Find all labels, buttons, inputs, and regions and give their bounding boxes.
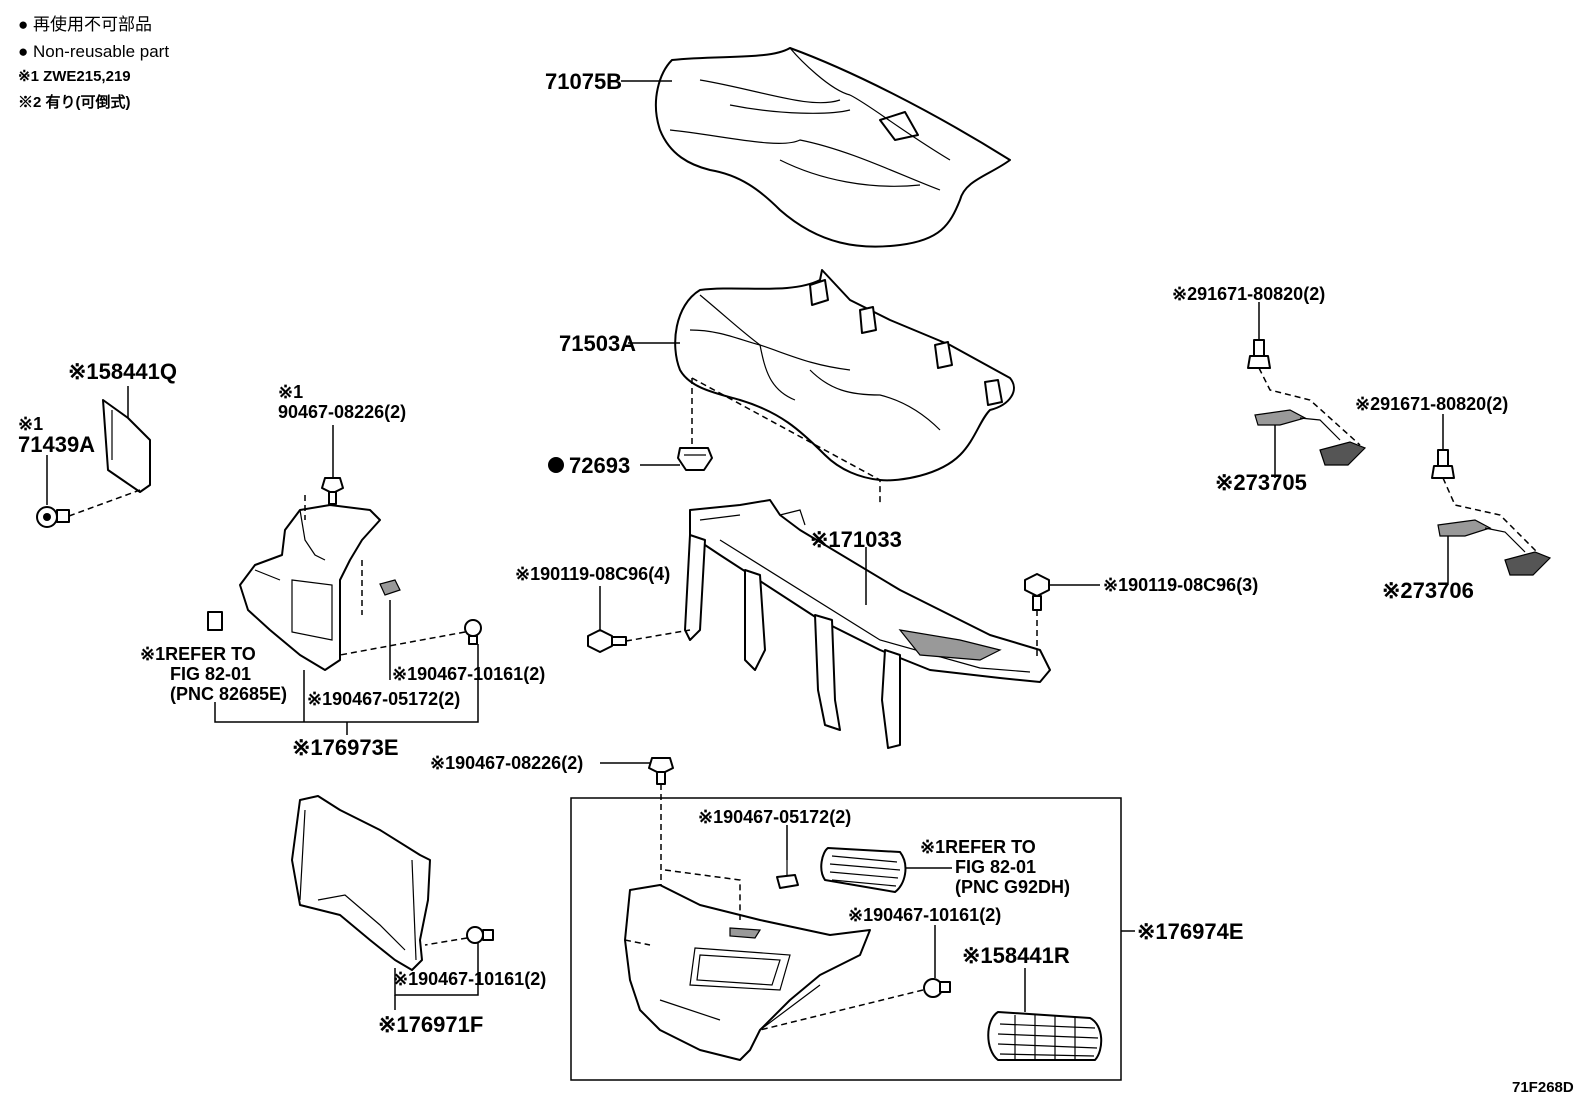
callout-refer-82685E-l2: FIG 82-01 [170, 664, 251, 684]
part-71503A-cushion-pad [674, 269, 1015, 482]
callout-refer-G92DH-l2: FIG 82-01 [955, 857, 1036, 877]
part-clip-90467-08226-b [648, 757, 674, 785]
callout-90467-05172-a: ※190467-05172(2) [307, 689, 460, 709]
callout-refer-82685E-l1: ※1REFER TO [140, 644, 256, 664]
callout-76974E: ※176974E [1137, 919, 1244, 944]
dashline-71439A [68, 489, 141, 517]
callout-71033: ※171033 [810, 527, 902, 552]
callout-58441Q: ※158441Q [68, 359, 177, 384]
dashline-clip-10161-a [339, 631, 466, 656]
part-58441Q-cover [102, 399, 151, 493]
dashline-clip-10161-b [759, 989, 924, 1031]
dashline-panel-top [664, 869, 741, 920]
callout-90467-10161-a: ※190467-10161(2) [392, 664, 545, 684]
part-clip-90467-10161-b [923, 978, 951, 998]
callout-90467-08226: 90467-08226(2) [278, 402, 406, 422]
part-58441R-grille [987, 1011, 1103, 1061]
callout-90119-08C96-3: ※190119-08C96(3) [1103, 575, 1258, 595]
legend-line-non-reusable-jp: ● 再使用不可部品 [18, 14, 152, 34]
callout-71439A-mark: ※1 [18, 414, 43, 434]
part-clip-90467-05172-b [776, 860, 799, 889]
part-71075B-seat-cover [655, 47, 1011, 248]
callout-71439A: 71439A [18, 432, 95, 457]
part-bolt-90119-right [1024, 573, 1050, 611]
part-grille-G92DH [820, 847, 907, 893]
dashline-91671-a [1258, 367, 1361, 446]
part-clip-90467-08226-a [321, 477, 344, 505]
callout-90467-10161-c: ※190467-10161(2) [393, 969, 546, 989]
callout-90119-08C96-4: ※190119-08C96(4) [515, 564, 670, 584]
group-box-76974E [570, 797, 1122, 1081]
callout-73706: ※273706 [1382, 578, 1474, 603]
part-76971F-lower-panel [291, 795, 431, 971]
part-73706-bracket [1437, 519, 1552, 576]
callout-71075B: 71075B [545, 69, 622, 94]
callout-91671-80820-a: ※291671-80820(2) [1172, 284, 1325, 304]
callout-76971F: ※176971F [378, 1012, 483, 1037]
legend-line-note1: ※1 ZWE215,219 [18, 68, 131, 85]
legend: ● 再使用不可部品 ● Non-reusable part ※1 ZWE215,… [18, 14, 169, 111]
part-bolt-91671-a [1247, 339, 1271, 369]
callout-71503A: 71503A [559, 331, 636, 356]
dashline-cushion-frame [691, 377, 881, 505]
figure-code: 71F268D [1512, 1079, 1574, 1096]
part-clip-90467-10161-c [466, 926, 494, 944]
part-71033-seat-frame [684, 499, 1051, 749]
callout-90467-08226-mark: ※1 [278, 382, 303, 402]
callout-76973E: ※176973E [292, 735, 399, 760]
bracket-76973E [214, 600, 479, 735]
callout-91671-80820-b: ※291671-80820(2) [1355, 394, 1508, 414]
callout-90467-05172-b: ※190467-05172(2) [698, 807, 851, 827]
part-76973E-side-panel [207, 504, 401, 671]
callout-refer-82685E-l3: (PNC 82685E) [170, 684, 287, 704]
legend-line-note2: ※2 有り(可倒式) [18, 93, 131, 111]
part-72693-clip [677, 447, 713, 471]
dashline-bolt-left [625, 629, 691, 642]
part-clip-90467-10161-a [464, 619, 482, 645]
callout-90467-10161-b: ※190467-10161(2) [848, 905, 1001, 925]
part-76974E-trim-panel [624, 884, 871, 1061]
part-bolt-90119-left [587, 629, 627, 653]
callout-refer-G92DH-l3: (PNC G92DH) [955, 877, 1070, 897]
legend-line-non-reusable-en: ● Non-reusable part [18, 42, 169, 61]
callout-73705: ※273705 [1215, 470, 1307, 495]
dashline-panel-left [624, 939, 651, 946]
callout-90467-08226-b: ※190467-08226(2) [430, 753, 583, 773]
dashline-91671-b [1442, 477, 1541, 556]
dashline-clip-10161-c [424, 937, 468, 946]
callout-72693: 72693 [569, 453, 630, 478]
callout-58441R: ※158441R [962, 943, 1070, 968]
part-bolt-91671-b [1431, 449, 1455, 479]
part-71439A-fastener [36, 506, 70, 528]
non-reusable-marker-72693 [548, 457, 564, 473]
callout-refer-G92DH-l1: ※1REFER TO [920, 837, 1036, 857]
part-73705-bracket [1254, 409, 1367, 466]
bracket-76971F [394, 943, 479, 1010]
